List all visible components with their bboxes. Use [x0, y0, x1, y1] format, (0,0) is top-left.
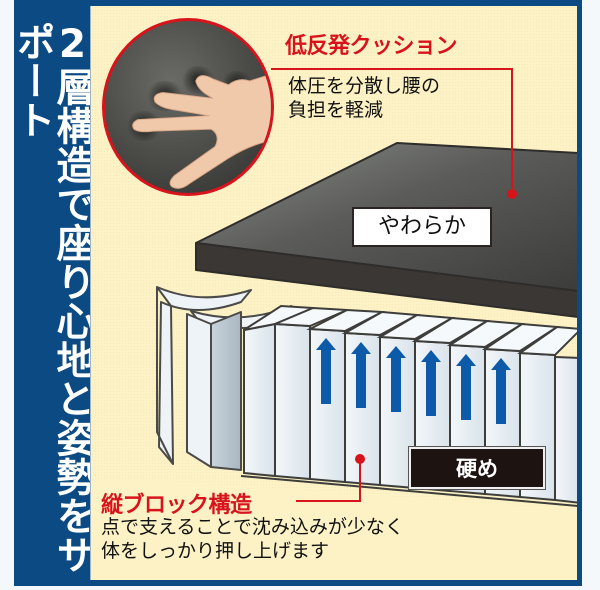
bottom-description: 点で支えることで沈み込みが少なく 体をしっかり押し上げます — [101, 516, 404, 562]
frame-right-edge — [577, 6, 582, 580]
vertical-title: 2層構造で座り心地と姿勢をサポート — [10, 22, 95, 574]
illustration-panel: 低反発クッション 体圧を分散し腰の 負担を軽減 やわらか 硬め 縦ブロック構造 … — [90, 6, 578, 580]
low-rebound-heading: 低反発クッション — [285, 34, 458, 59]
hand-icon — [132, 73, 271, 189]
ground-fill — [91, 480, 578, 580]
pointer-dot — [355, 454, 365, 464]
sidebar-banner: 2層構造で座り心地と姿勢をサポート — [10, 0, 95, 586]
pointer-line — [271, 68, 512, 70]
pointer-line — [511, 68, 513, 196]
top-description: 体圧を分散し腰の 負担を軽減 — [288, 75, 441, 121]
pointer-line — [296, 500, 361, 502]
firm-layer-tag: 硬め — [408, 446, 546, 490]
support-arrows — [316, 338, 511, 424]
vertical-block-heading: 縦ブロック構造 — [101, 493, 252, 518]
foam-photo-circle — [102, 18, 274, 196]
pointer-dot — [507, 189, 517, 199]
soft-layer-tag: やわらか — [352, 207, 492, 247]
pointer-line — [359, 462, 361, 501]
